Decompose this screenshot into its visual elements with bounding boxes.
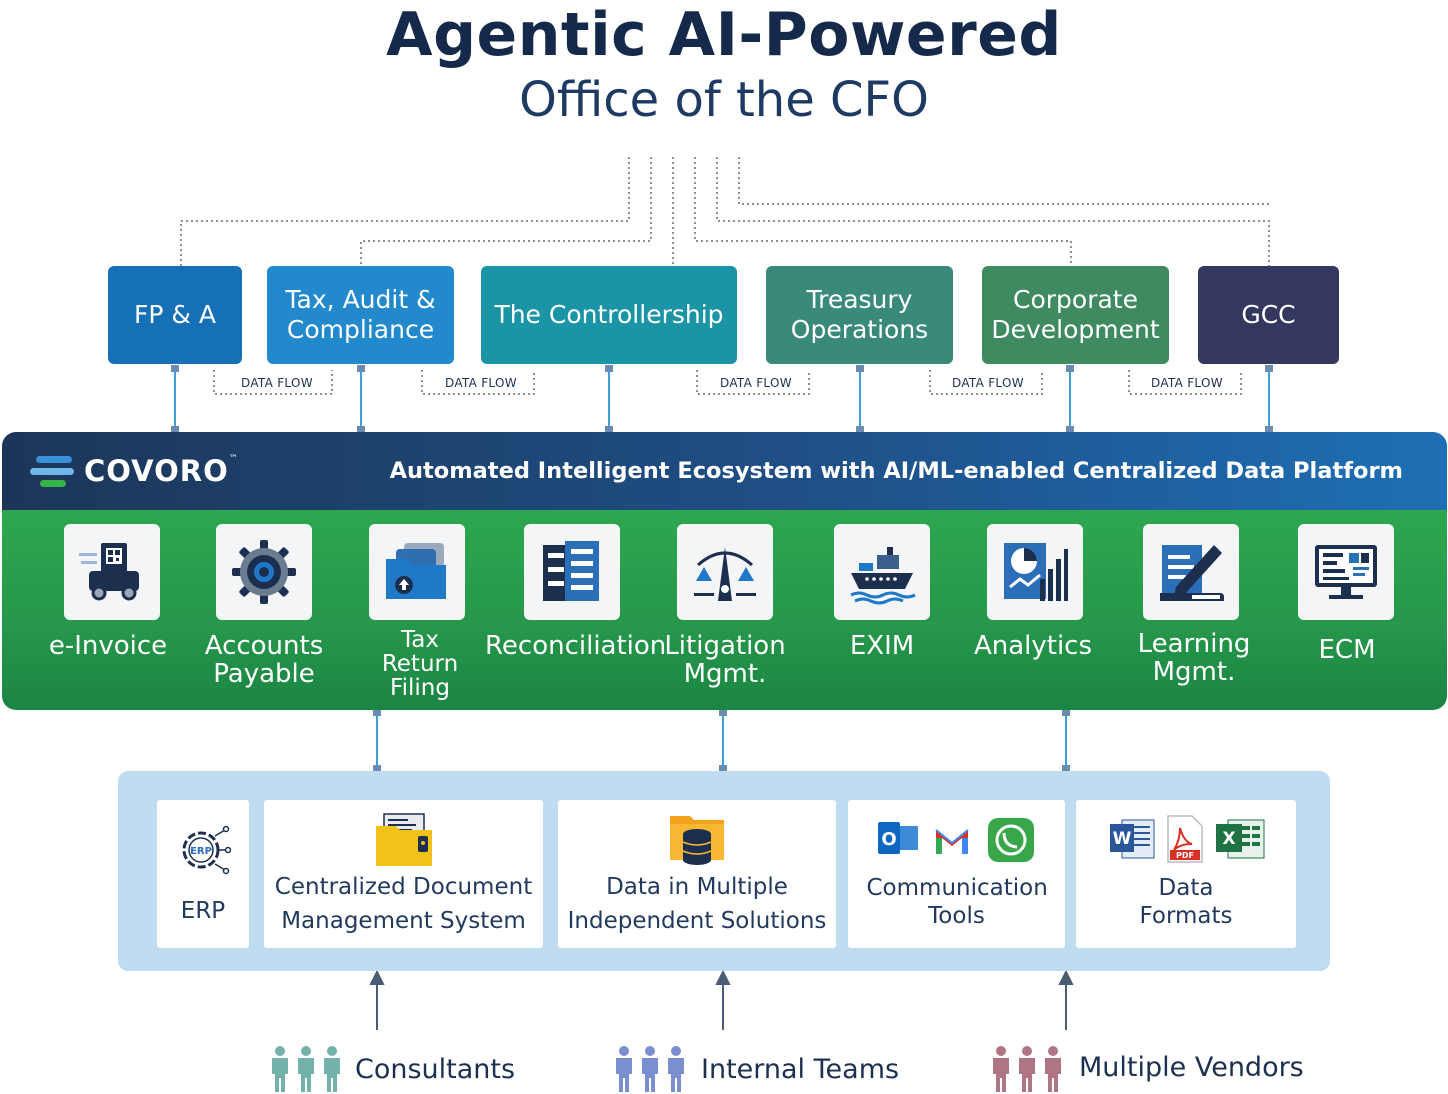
module-tile-analytics bbox=[987, 524, 1083, 620]
module-tile-accounts-payable bbox=[216, 524, 312, 620]
cargo-ship-icon bbox=[850, 547, 916, 605]
source-card-independent-solutions: Data in Multiple Independent Solutions bbox=[558, 800, 836, 948]
platform-header: COVORO™ Automated Intelligent Ecosystem … bbox=[2, 432, 1447, 510]
function-box-corporate-development: Corporate Development bbox=[982, 266, 1169, 364]
data-flow-label: DATA FLOW bbox=[952, 376, 1024, 390]
module-tile-e-invoice bbox=[64, 524, 160, 620]
data-flow-label: DATA FLOW bbox=[720, 376, 792, 390]
module-label-litigation: Litigation Mgmt. bbox=[664, 631, 786, 689]
database-folder-icon bbox=[670, 816, 724, 865]
people-label-internal-teams: Internal Teams bbox=[701, 1054, 900, 1085]
e-invoice-truck-icon bbox=[79, 543, 139, 601]
function-box-treasury: Treasury Operations bbox=[766, 266, 953, 364]
module-label-ecm: ECM bbox=[1318, 635, 1376, 665]
document-folder-icon bbox=[376, 813, 432, 866]
module-tile-reconciliation bbox=[524, 524, 620, 620]
source-label-communication-tools: Communication Tools bbox=[866, 875, 1048, 929]
svg-text:W: W bbox=[1113, 829, 1132, 849]
covoro-logo-icon bbox=[30, 456, 74, 487]
analytics-chart-icon bbox=[1004, 543, 1068, 601]
data-flow-label: DATA FLOW bbox=[241, 376, 313, 390]
internal-teams-people-icon bbox=[616, 1046, 684, 1092]
source-card-communication-tools: O Communication Tools bbox=[848, 800, 1065, 948]
module-label-tax-return: Tax Return Filing bbox=[381, 627, 459, 701]
data-flow-label: DATA FLOW bbox=[445, 376, 517, 390]
source-card-erp: ERP ERP bbox=[157, 800, 249, 948]
module-tile-tax-return bbox=[369, 524, 465, 620]
source-card-data-formats: W PDF X Data Formats bbox=[1076, 800, 1296, 948]
function-box-tax-audit: Tax, Audit & Compliance bbox=[267, 266, 454, 364]
module-tile-learning bbox=[1143, 524, 1239, 620]
monitor-icon bbox=[1315, 545, 1377, 599]
svg-text:PDF: PDF bbox=[1176, 851, 1194, 860]
ledger-icon bbox=[543, 541, 599, 601]
function-box-controllership: The Controllership bbox=[481, 266, 737, 364]
function-box-gcc: GCC bbox=[1198, 266, 1339, 364]
module-label-exim: EXIM bbox=[849, 631, 915, 661]
outlook-gmail-whatsapp-icons: O bbox=[878, 818, 1034, 862]
svg-text:O: O bbox=[881, 829, 896, 850]
source-label-erp: ERP bbox=[180, 898, 226, 924]
scales-icon bbox=[694, 547, 756, 601]
platform-tagline: Automated Intelligent Ecosystem with AI/… bbox=[389, 458, 1403, 484]
source-label-document-management: Centralized Document Management System bbox=[274, 874, 533, 934]
people-label-consultants: Consultants bbox=[355, 1054, 516, 1085]
brand-name: COVORO™ bbox=[84, 454, 239, 488]
word-pdf-excel-icons: W PDF X bbox=[1110, 815, 1265, 863]
upload-folder-icon bbox=[386, 543, 446, 599]
svg-text:ERP: ERP bbox=[190, 846, 212, 857]
module-tile-litigation bbox=[677, 524, 773, 620]
page-title: Agentic AI-Powered bbox=[386, 0, 1062, 70]
people-label-vendors: Multiple Vendors bbox=[1079, 1052, 1304, 1083]
svg-text:X: X bbox=[1222, 829, 1235, 849]
pen-document-icon bbox=[1160, 545, 1224, 601]
erp-icon: ERP bbox=[182, 825, 231, 875]
function-box-fpa: FP & A bbox=[108, 266, 242, 364]
page-subtitle: Office of the CFO bbox=[519, 72, 929, 128]
source-card-document-management: Centralized Document Management System bbox=[264, 800, 543, 948]
module-label-e-invoice: e-Invoice bbox=[48, 631, 168, 661]
gear-icon bbox=[232, 540, 296, 604]
module-tile-ecm bbox=[1298, 524, 1394, 620]
module-tile-exim bbox=[834, 524, 930, 620]
data-flow-label: DATA FLOW bbox=[1151, 376, 1223, 390]
source-label-independent-solutions: Data in Multiple Independent Solutions bbox=[567, 874, 827, 934]
module-label-learning: Learning Mgmt. bbox=[1137, 629, 1251, 687]
consultants-people-icon bbox=[272, 1046, 340, 1092]
module-label-accounts-payable: Accounts Payable bbox=[204, 631, 324, 689]
vendors-people-icon bbox=[993, 1046, 1061, 1092]
module-label-reconciliation: Reconciliation bbox=[485, 631, 667, 661]
module-label-analytics: Analytics bbox=[973, 631, 1093, 661]
source-label-data-formats: Data Formats bbox=[1139, 875, 1233, 929]
covoro-platform: COVORO™ Automated Intelligent Ecosystem … bbox=[2, 432, 1447, 710]
